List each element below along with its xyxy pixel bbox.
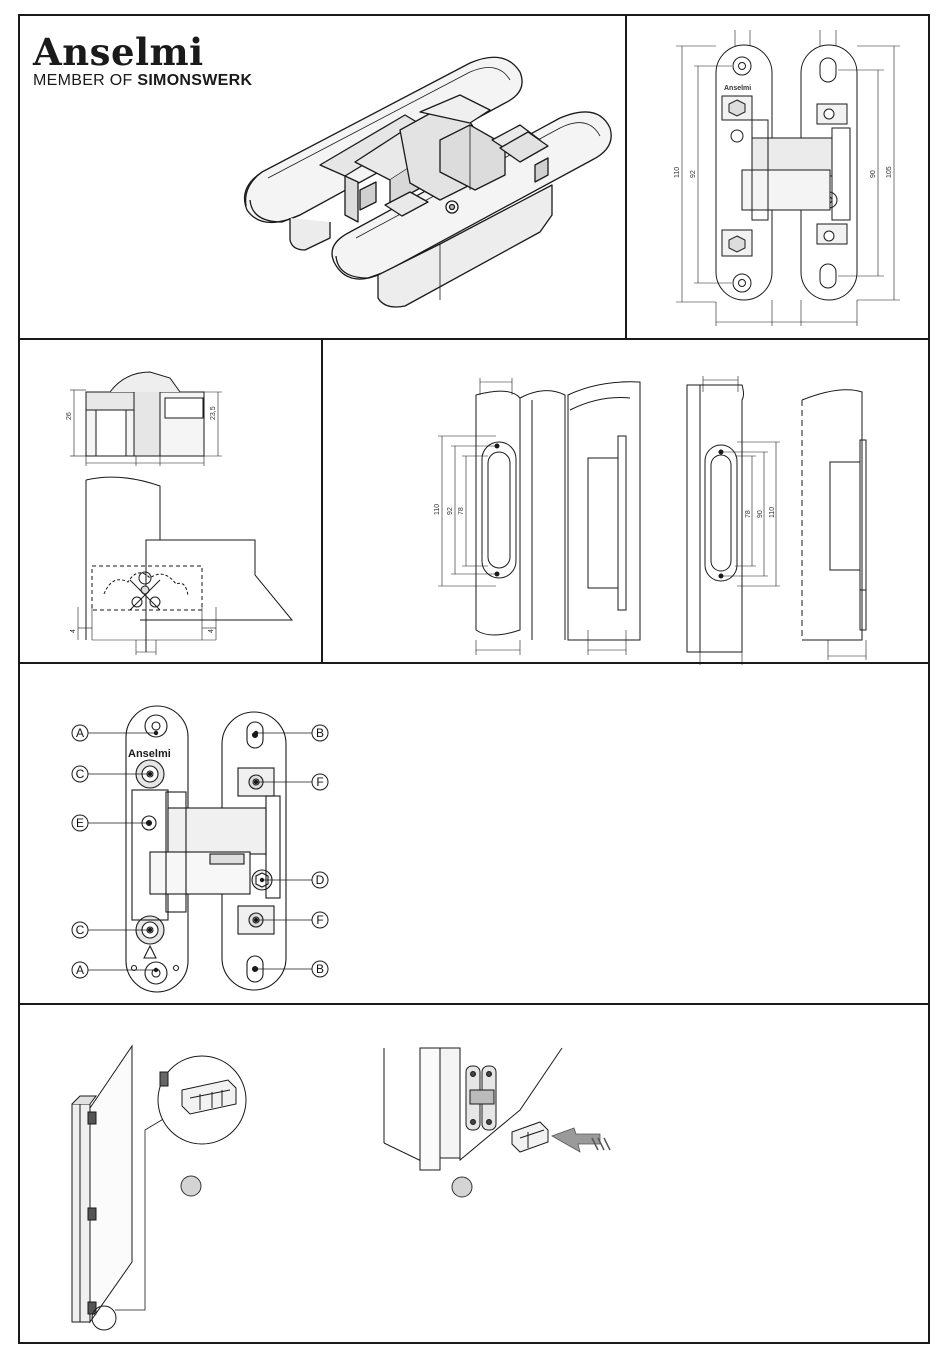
step-marker-1	[181, 1176, 201, 1196]
insert-direction-arrow	[552, 1128, 610, 1152]
step-marker-2	[452, 1177, 472, 1197]
